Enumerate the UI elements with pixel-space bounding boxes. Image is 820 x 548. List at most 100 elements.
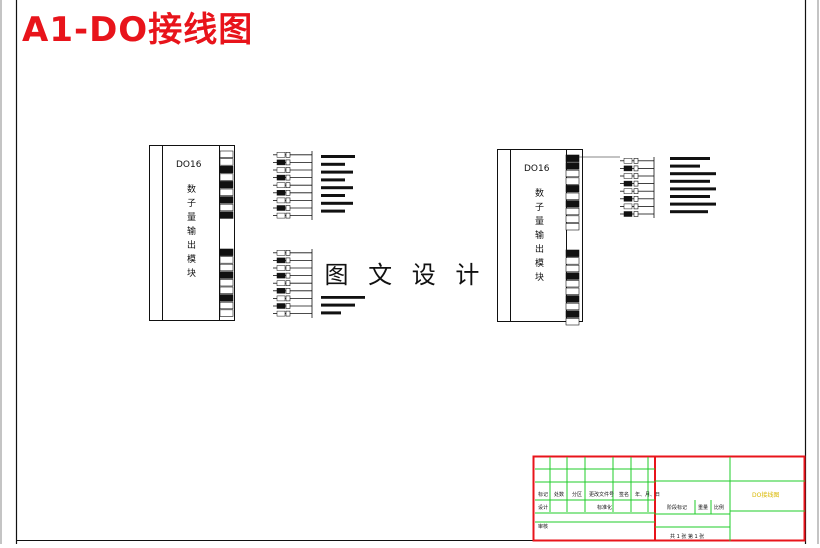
left-group-bottom-lead [276,257,286,264]
tb-row-standard: 标准化 [597,504,612,511]
tb-header-change-doc: 更改文件号 [589,491,614,498]
tb-header-signature: 签名 [619,491,629,498]
module-right-char-3: 量 [535,216,544,227]
right-labels-bar [670,195,710,198]
right-group-box [633,173,639,179]
title-block-frame [532,455,806,542]
left-labels-top-bar [321,155,355,158]
right-group-lead [623,203,633,210]
right-strip-bottom-cell [565,257,580,265]
right-group-lead [623,211,633,217]
module-right-char-7: 块 [535,271,544,283]
tb-scale-label: 比例 [714,504,724,511]
left-group-top-box [285,205,291,211]
module-left-char-6: 模 [187,254,196,265]
module-right-char-1: 数 [535,187,544,199]
right-group-lead [623,165,633,172]
left-strip-top-cell [219,158,234,166]
left-strip-top-cell [219,181,234,189]
left-labels-bottom-2-bar [321,303,355,307]
left-group-bottom-box [285,250,291,256]
left-group-top-box [285,190,291,196]
tb-weight-label: 重量 [698,504,708,511]
module-left: DO16 数 子 量 输 出 模 块 [149,145,365,321]
left-group-bottom-box [285,295,291,302]
tb-stage-label: 阶段标记 [667,504,687,511]
module-right-model: DO16 [524,164,550,174]
right-strip-bottom-cell [565,264,580,273]
title-block-grid [535,457,805,541]
left-strip-bottom-cell [219,256,234,264]
left-group-top-box [285,167,291,173]
right-strip-bottom-cell [565,287,580,295]
left-group-bottom-lead [276,250,286,256]
left-group-bottom-lead [276,288,286,294]
right-labels-bar [670,172,716,176]
left-labels-bottom-2-bar [321,295,365,299]
right-group-box [633,165,639,172]
right-group-box [633,196,639,202]
left-group-bottom-lead [276,295,286,302]
left-labels-top-bar [321,170,353,174]
module-right-char-5: 出 [535,243,544,255]
tb-sheets: 共 1 张 第 1 张 [670,533,704,540]
right-strip-top-cell [565,223,580,231]
module-left-terminals [219,150,365,318]
module-left-char-5: 出 [187,239,196,251]
tb-header-date: 年、月、日 [635,491,660,498]
left-group-top-box [285,174,291,181]
title-block: 标记 处数 分区 更改文件号 签名 年、月、日 设计 标准化 审核 阶段标记 重… [532,455,806,542]
left-group-bottom-box [285,265,291,271]
left-group-bottom-box [285,257,291,264]
right-strip-top-cell [565,177,580,185]
drawing-title: A1-DO接线图 [22,10,254,50]
tb-header-zone: 分区 [572,491,582,498]
left-strip-bottom-cell [219,279,234,287]
left-labels-top-bar [321,201,353,205]
right-labels-bar [670,202,716,206]
left-strip-bottom-cell [219,271,234,279]
left-group-top-lead [276,212,286,219]
module-right-terminals [565,154,716,326]
left-group-bottom-box [285,280,291,287]
right-strip-bottom-cell [565,280,580,288]
module-left-char-7: 块 [187,267,196,279]
left-group-bottom-box [285,287,291,294]
module-right-char-2: 子 [535,202,544,213]
right-group-box [633,203,639,210]
left-strip-top-cell [219,196,234,204]
tb-header-count: 处数 [554,491,564,498]
right-strip-top-cell [565,200,580,208]
left-strip-bottom-cell [219,248,234,256]
left-group-bottom-box [285,310,291,317]
right-strip-top-cell [565,169,580,178]
left-strip-bottom-cell [219,294,234,302]
left-labels-top-bar [321,178,345,182]
module-left-char-3: 量 [187,212,196,223]
right-group-lead [623,196,633,202]
right-strip-top-cell [565,192,580,200]
left-group-top-box [285,197,291,204]
left-group-top-lead [276,190,286,196]
left-strip-top-cell [219,211,234,219]
right-strip-top-cell [565,215,580,223]
left-strip-top-cell [219,203,234,212]
left-group-top-box [285,159,291,166]
right-strip-bottom-cell [565,272,580,280]
watermark-text: 图 文 设 计 [320,248,490,296]
left-labels-top-bar [321,186,353,190]
right-group-lead [623,188,633,194]
module-right: DO16 数 子 量 输 出 模 块 [497,149,716,326]
module-left-model: DO16 [176,160,202,170]
left-group-bottom-lead [276,280,286,286]
left-group-top-lead [276,182,286,188]
left-group-top-lead [276,167,286,173]
left-strip-bottom-cell [219,301,234,310]
left-group-bottom-box [285,272,291,279]
left-strip-bottom-cell [219,263,234,272]
right-group-box [633,158,639,164]
left-labels-top-bar [321,194,345,197]
right-strip-bottom-cell [565,249,580,257]
module-right-char-4: 输 [535,229,544,241]
